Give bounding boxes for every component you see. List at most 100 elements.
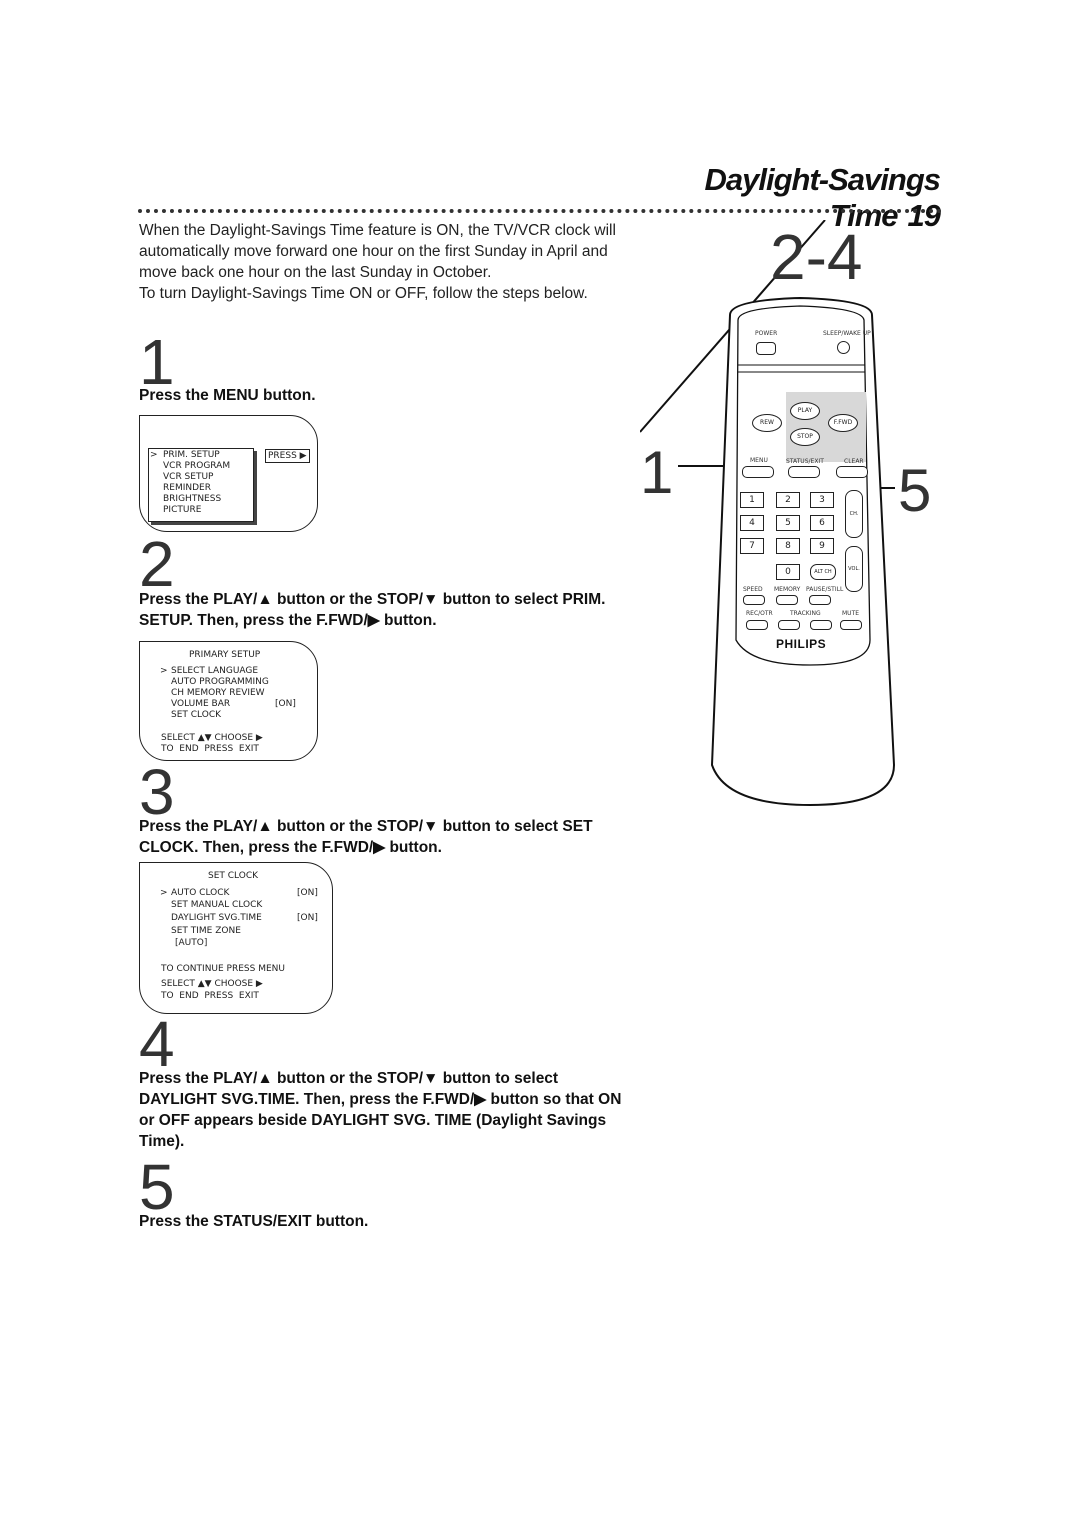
alt-ch-button[interactable]: ALT CH	[810, 564, 836, 580]
step-1-instruction: Press the MENU button.	[139, 387, 316, 404]
menu-value: [ON]	[297, 888, 318, 898]
intro-paragraph-2: To turn Daylight-Savings Time ON or OFF,…	[139, 285, 588, 302]
digit-4-button[interactable]: 4	[740, 515, 764, 531]
pause-still-button[interactable]	[809, 595, 831, 605]
screen-instruction: TO CONTINUE PRESS MENU	[161, 964, 285, 974]
menu-value: [ON]	[297, 913, 318, 923]
step-3-number: 3	[139, 756, 175, 828]
intro-paragraph-1: When the Daylight-Savings Time feature i…	[139, 222, 616, 281]
step-3-text: Press the PLAY/▲ button or the STOP/▼ bu…	[139, 816, 639, 858]
screen-footer: TO END PRESS EXIT	[161, 744, 259, 754]
sleep-wake-button[interactable]	[837, 341, 850, 354]
menu-item: PRIM. SETUP	[163, 450, 220, 460]
step-4-number: 4	[139, 1008, 175, 1080]
rec-otr-button[interactable]	[746, 620, 768, 630]
memory-button[interactable]	[776, 595, 798, 605]
step-1-number: 1	[139, 326, 175, 398]
digit-0-button[interactable]: 0	[776, 564, 800, 580]
speed-button[interactable]	[743, 595, 765, 605]
digit-9-button[interactable]: 9	[810, 538, 834, 554]
pause-still-label: PAUSE/STILL	[806, 586, 844, 593]
main-menu-box	[148, 448, 254, 522]
page-title: Daylight-Savings Time	[704, 162, 941, 233]
brand-logo: PHILIPS	[776, 637, 827, 651]
step-5-instruction: Press the STATUS/EXIT button.	[139, 1213, 369, 1230]
callout-step-5: 5	[898, 457, 932, 524]
step-3-instruction: Press the PLAY/▲ button or the STOP/▼ bu…	[139, 818, 593, 856]
menu-value: [ON]	[275, 699, 296, 709]
menu-cursor: >	[150, 450, 158, 460]
power-button[interactable]	[756, 342, 776, 355]
step-1-text: Press the MENU button.	[139, 385, 639, 406]
header-divider	[138, 209, 942, 213]
screen-footer: SELECT ▲▼ CHOOSE ▶	[161, 733, 263, 743]
digit-2-button[interactable]: 2	[776, 492, 800, 508]
speed-label: SPEED	[743, 586, 763, 593]
stop-button[interactable]: STOP	[790, 428, 820, 446]
menu-item: SET TIME ZONE	[171, 926, 241, 936]
tracking-up-button[interactable]	[810, 620, 832, 630]
tracking-down-button[interactable]	[778, 620, 800, 630]
screen-title: SET CLOCK	[208, 871, 259, 881]
play-button[interactable]: PLAY	[790, 402, 820, 420]
menu-item: VCR PROGRAM	[163, 461, 231, 471]
tv-screen-main-menu: > PRIM. SETUP VCR PROGRAM VCR SETUP REMI…	[139, 415, 318, 532]
sleep-label: SLEEP/WAKE UP	[823, 330, 871, 337]
status-exit-button[interactable]	[788, 466, 820, 478]
intro-text: When the Daylight-Savings Time feature i…	[139, 220, 639, 304]
press-indicator: PRESS ▶	[265, 449, 310, 463]
screen-footer: SELECT ▲▼ CHOOSE ▶	[161, 979, 263, 989]
digit-3-button[interactable]: 3	[810, 492, 834, 508]
step-4-text: Press the PLAY/▲ button or the STOP/▼ bu…	[139, 1068, 639, 1152]
menu-cursor: >	[160, 666, 168, 676]
digit-8-button[interactable]: 8	[776, 538, 800, 554]
rew-button[interactable]: REW	[752, 414, 782, 432]
menu-cursor: >	[160, 888, 168, 898]
screen-footer: TO END PRESS EXIT	[161, 991, 259, 1001]
menu-item: SET MANUAL CLOCK	[171, 900, 263, 910]
page-number: 19	[907, 198, 941, 233]
channel-rocker[interactable]: CH.	[845, 490, 863, 538]
step-5-number: 5	[139, 1151, 175, 1223]
mute-label: MUTE	[842, 610, 860, 617]
clear-button[interactable]	[836, 466, 868, 478]
ffwd-button[interactable]: F.FWD	[828, 414, 858, 432]
memory-label: MEMORY	[774, 586, 801, 593]
menu-item: AUTO PROGRAMMING	[171, 677, 269, 687]
menu-item: PICTURE	[163, 505, 202, 515]
volume-rocker[interactable]: VOL.	[845, 546, 863, 592]
step-2-number: 2	[139, 528, 175, 600]
mute-button[interactable]	[840, 620, 862, 630]
digit-1-button[interactable]: 1	[740, 492, 764, 508]
menu-label: MENU	[750, 457, 768, 464]
menu-item: BRIGHTNESS	[163, 494, 222, 504]
status-exit-label: STATUS/EXIT	[786, 458, 824, 465]
tracking-label: TRACKING	[790, 610, 821, 617]
screen-title: PRIMARY SETUP	[189, 650, 261, 660]
step-2-text: Press the PLAY/▲ button or the STOP/▼ bu…	[139, 589, 639, 631]
tv-screen-set-clock: SET CLOCK > AUTO CLOCK [ON] SET MANUAL C…	[139, 862, 333, 1014]
menu-item: SELECT LANGUAGE	[171, 666, 259, 676]
menu-item: VCR SETUP	[163, 472, 214, 482]
power-label: POWER	[755, 330, 778, 337]
step-4-instruction: Press the PLAY/▲ button or the STOP/▼ bu…	[139, 1070, 622, 1150]
menu-item: AUTO CLOCK	[171, 888, 230, 898]
step-2-instruction: Press the PLAY/▲ button or the STOP/▼ bu…	[139, 591, 606, 629]
menu-item: DAYLIGHT SVG.TIME	[171, 913, 262, 923]
menu-item: VOLUME BAR	[171, 699, 231, 709]
step-5-text: Press the STATUS/EXIT button.	[139, 1211, 639, 1232]
menu-item: REMINDER	[163, 483, 211, 493]
menu-value: [AUTO]	[175, 938, 208, 948]
rec-otr-label: REC/OTR	[746, 610, 773, 617]
digit-5-button[interactable]: 5	[776, 515, 800, 531]
menu-item: SET CLOCK	[171, 710, 222, 720]
clear-label: CLEAR	[844, 458, 864, 465]
remote-control-illustration: 2-4 1 5 POWER SLEEP/WAKE UP PLAY REW F.F…	[640, 220, 960, 820]
callout-step-1: 1	[640, 439, 674, 506]
menu-item: CH MEMORY REVIEW	[171, 688, 265, 698]
menu-button[interactable]	[742, 466, 774, 478]
callout-steps-2-4: 2-4	[770, 221, 863, 293]
digit-7-button[interactable]: 7	[740, 538, 764, 554]
digit-6-button[interactable]: 6	[810, 515, 834, 531]
